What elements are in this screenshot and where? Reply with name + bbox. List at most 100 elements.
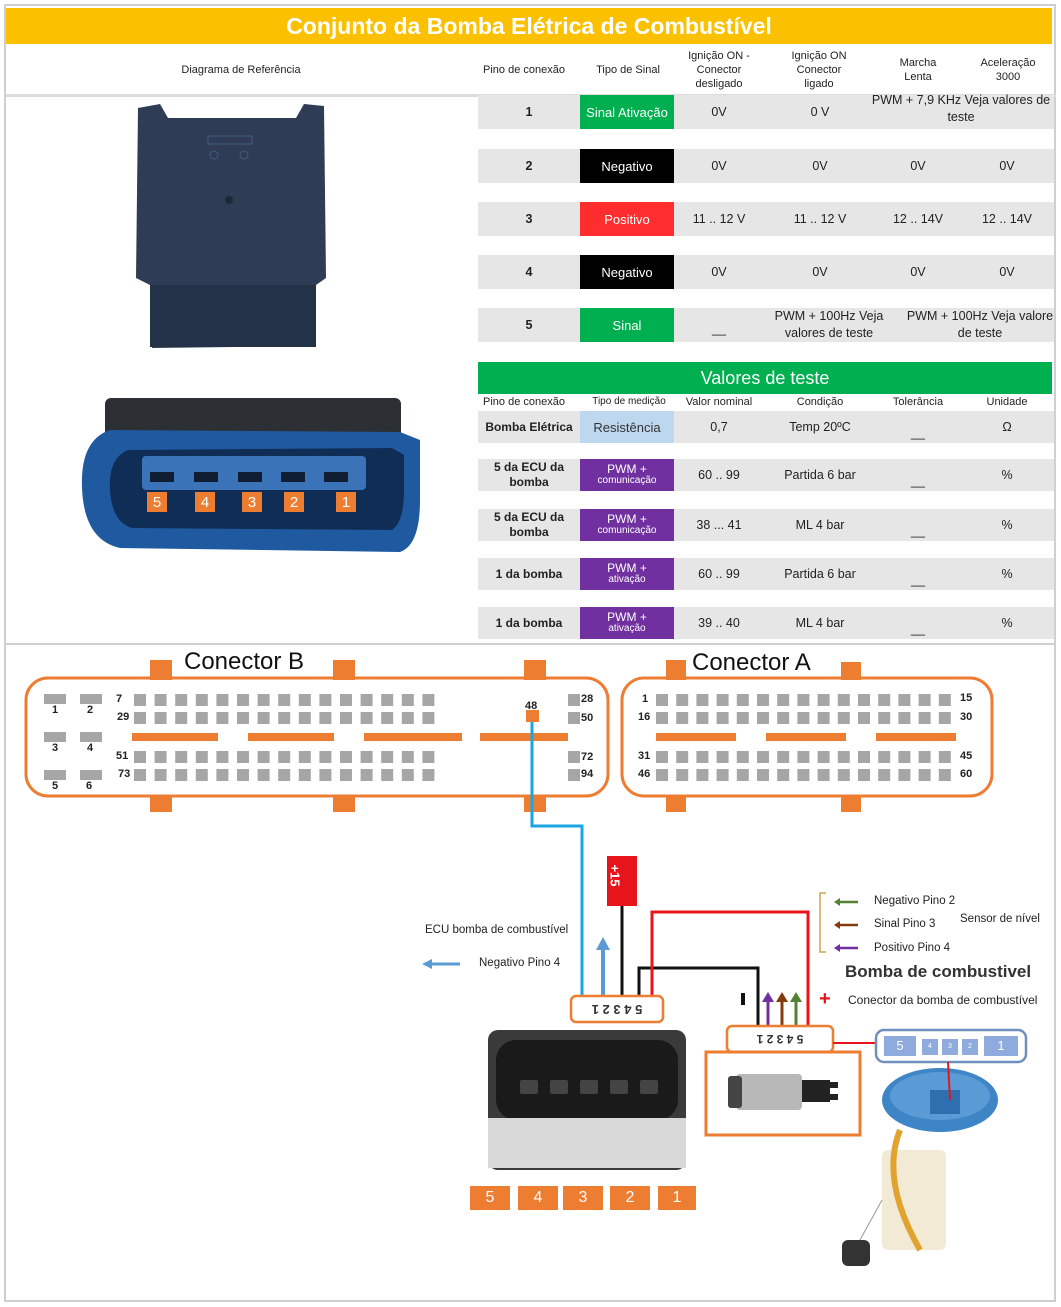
connector-a-pin	[656, 769, 668, 781]
connector-a-pin	[837, 769, 850, 781]
measurement-subtype: comunicação	[597, 525, 657, 536]
pin-number: 1	[525, 104, 533, 119]
condition-value: ML 4 bar	[795, 615, 845, 630]
connector-a-pin	[716, 694, 729, 706]
connector-b-pin	[360, 694, 373, 706]
connector-b-label: 6	[86, 780, 93, 792]
connector-b-pin	[298, 751, 311, 763]
measurement-type-badge: PWM +ativação	[580, 558, 674, 590]
connector-b-pin	[422, 712, 435, 724]
connector-b-label: 72	[581, 751, 594, 763]
connector-b-pin	[319, 712, 332, 724]
connector-b-large-pin	[80, 694, 102, 704]
header-signal-type: Tipo de Sinal	[596, 64, 660, 76]
connector-b-pin-48	[526, 710, 539, 722]
connector-b-pin	[134, 694, 146, 706]
connector-b-pin	[568, 751, 580, 763]
connector-a-tab	[841, 662, 861, 680]
module-pin-3: 3	[942, 1039, 958, 1055]
connector-a-pin	[898, 694, 911, 706]
left-arrow-icon	[422, 959, 432, 969]
connector-a-pin	[716, 712, 729, 724]
connector-b-pin	[154, 769, 167, 781]
connector-top-photo	[136, 104, 326, 348]
idle-accel-value: PWM + 100Hz Veja valore de teste	[906, 309, 1054, 340]
connector-b-label: 4	[87, 742, 94, 754]
accel-value: 0V	[999, 158, 1015, 173]
connector-b-pin	[568, 769, 580, 781]
photo-pin-5: 5	[147, 492, 167, 512]
connector-b-label: 3	[52, 742, 59, 754]
connector-b-pin	[568, 694, 580, 706]
connector-b-pin	[401, 769, 414, 781]
connector-a-pin	[898, 712, 911, 724]
connector-a-pin	[736, 694, 749, 706]
tolerance-value: __	[911, 473, 925, 488]
connector-a-pin	[757, 751, 769, 763]
connector-a-pin	[696, 694, 709, 706]
photo-pin-4: 4	[195, 492, 215, 512]
tolerance-value: __	[911, 425, 925, 440]
black-ground-wire	[637, 966, 760, 1030]
up-arrow-icon	[596, 937, 610, 950]
pump-connector-pins: 5 4 3 2 1	[756, 1032, 804, 1046]
connector-b-pin	[257, 751, 270, 763]
test-pin: 5 da ECU da bomba	[493, 460, 565, 489]
connector-a-label: 31	[638, 750, 651, 762]
connector-b-pin	[216, 712, 229, 724]
connector-b-tab	[333, 796, 355, 812]
photo-pin-3: 3	[242, 492, 262, 512]
connector-a-label: 15	[960, 692, 973, 704]
brown-up-arrow-icon	[776, 992, 788, 1002]
test-row	[478, 607, 1054, 639]
test-values-title: Valores de teste	[478, 362, 1052, 394]
connector-b-key	[480, 733, 568, 741]
test-header-nominal: Valor nominal	[685, 396, 753, 408]
connector-b-pin	[401, 694, 414, 706]
connector-b-pin	[422, 769, 435, 781]
connector-a-pin	[797, 751, 810, 763]
connector-b-tab	[150, 660, 172, 680]
photo-pin-2: 2	[284, 492, 304, 512]
signal-type-badge: Sinal Ativação	[580, 95, 674, 129]
connector-a-pin	[777, 751, 790, 763]
ign-off-value: 0V	[711, 158, 727, 173]
unit-value: %	[1001, 467, 1013, 482]
connector-b-pin	[175, 751, 188, 763]
pin-row-2	[478, 149, 1054, 183]
connector-b-pin-48-label: 48	[525, 700, 538, 712]
connector-b-tab	[524, 660, 546, 680]
connector-b-label: 1	[52, 704, 59, 716]
pin-number: 4	[525, 264, 533, 279]
nominal-value: 39 .. 40	[698, 615, 740, 630]
connector-a-pin	[736, 769, 749, 781]
connector-b-pin	[154, 712, 167, 724]
connector-b-pin	[278, 751, 291, 763]
connector-b-pin	[237, 751, 249, 763]
pin-number: 3	[525, 211, 533, 226]
test-header-tolerance: Tolerância	[892, 396, 944, 408]
condition-value: Partida 6 bar	[784, 566, 856, 581]
connector-a-pin	[656, 712, 668, 724]
green-arrow-icon	[834, 898, 840, 906]
fuel-pump-module-photo	[842, 1061, 998, 1266]
module-pin-5: 5	[884, 1036, 916, 1056]
connector-b-pin	[319, 769, 332, 781]
ecu-side-connector	[569, 994, 665, 1024]
nominal-value: 38 ... 41	[696, 517, 742, 532]
connector-b-tab	[333, 660, 355, 680]
module-pin-2: 2	[962, 1039, 978, 1055]
connector-b-key	[248, 733, 334, 741]
connector-b-pin	[298, 769, 311, 781]
connector-b-pin	[175, 694, 188, 706]
connector-b-label: 5	[52, 780, 59, 792]
bottom-pin-3: 3	[563, 1186, 603, 1210]
test-pin: 5 da ECU da bomba	[493, 510, 565, 539]
connector-a-pin	[837, 712, 850, 724]
connector-b-pin	[134, 712, 146, 724]
connector-a-pin	[676, 694, 689, 706]
connector-a-pin	[878, 694, 891, 706]
connector-b-pin	[340, 751, 352, 763]
connector-a-pin	[757, 694, 769, 706]
